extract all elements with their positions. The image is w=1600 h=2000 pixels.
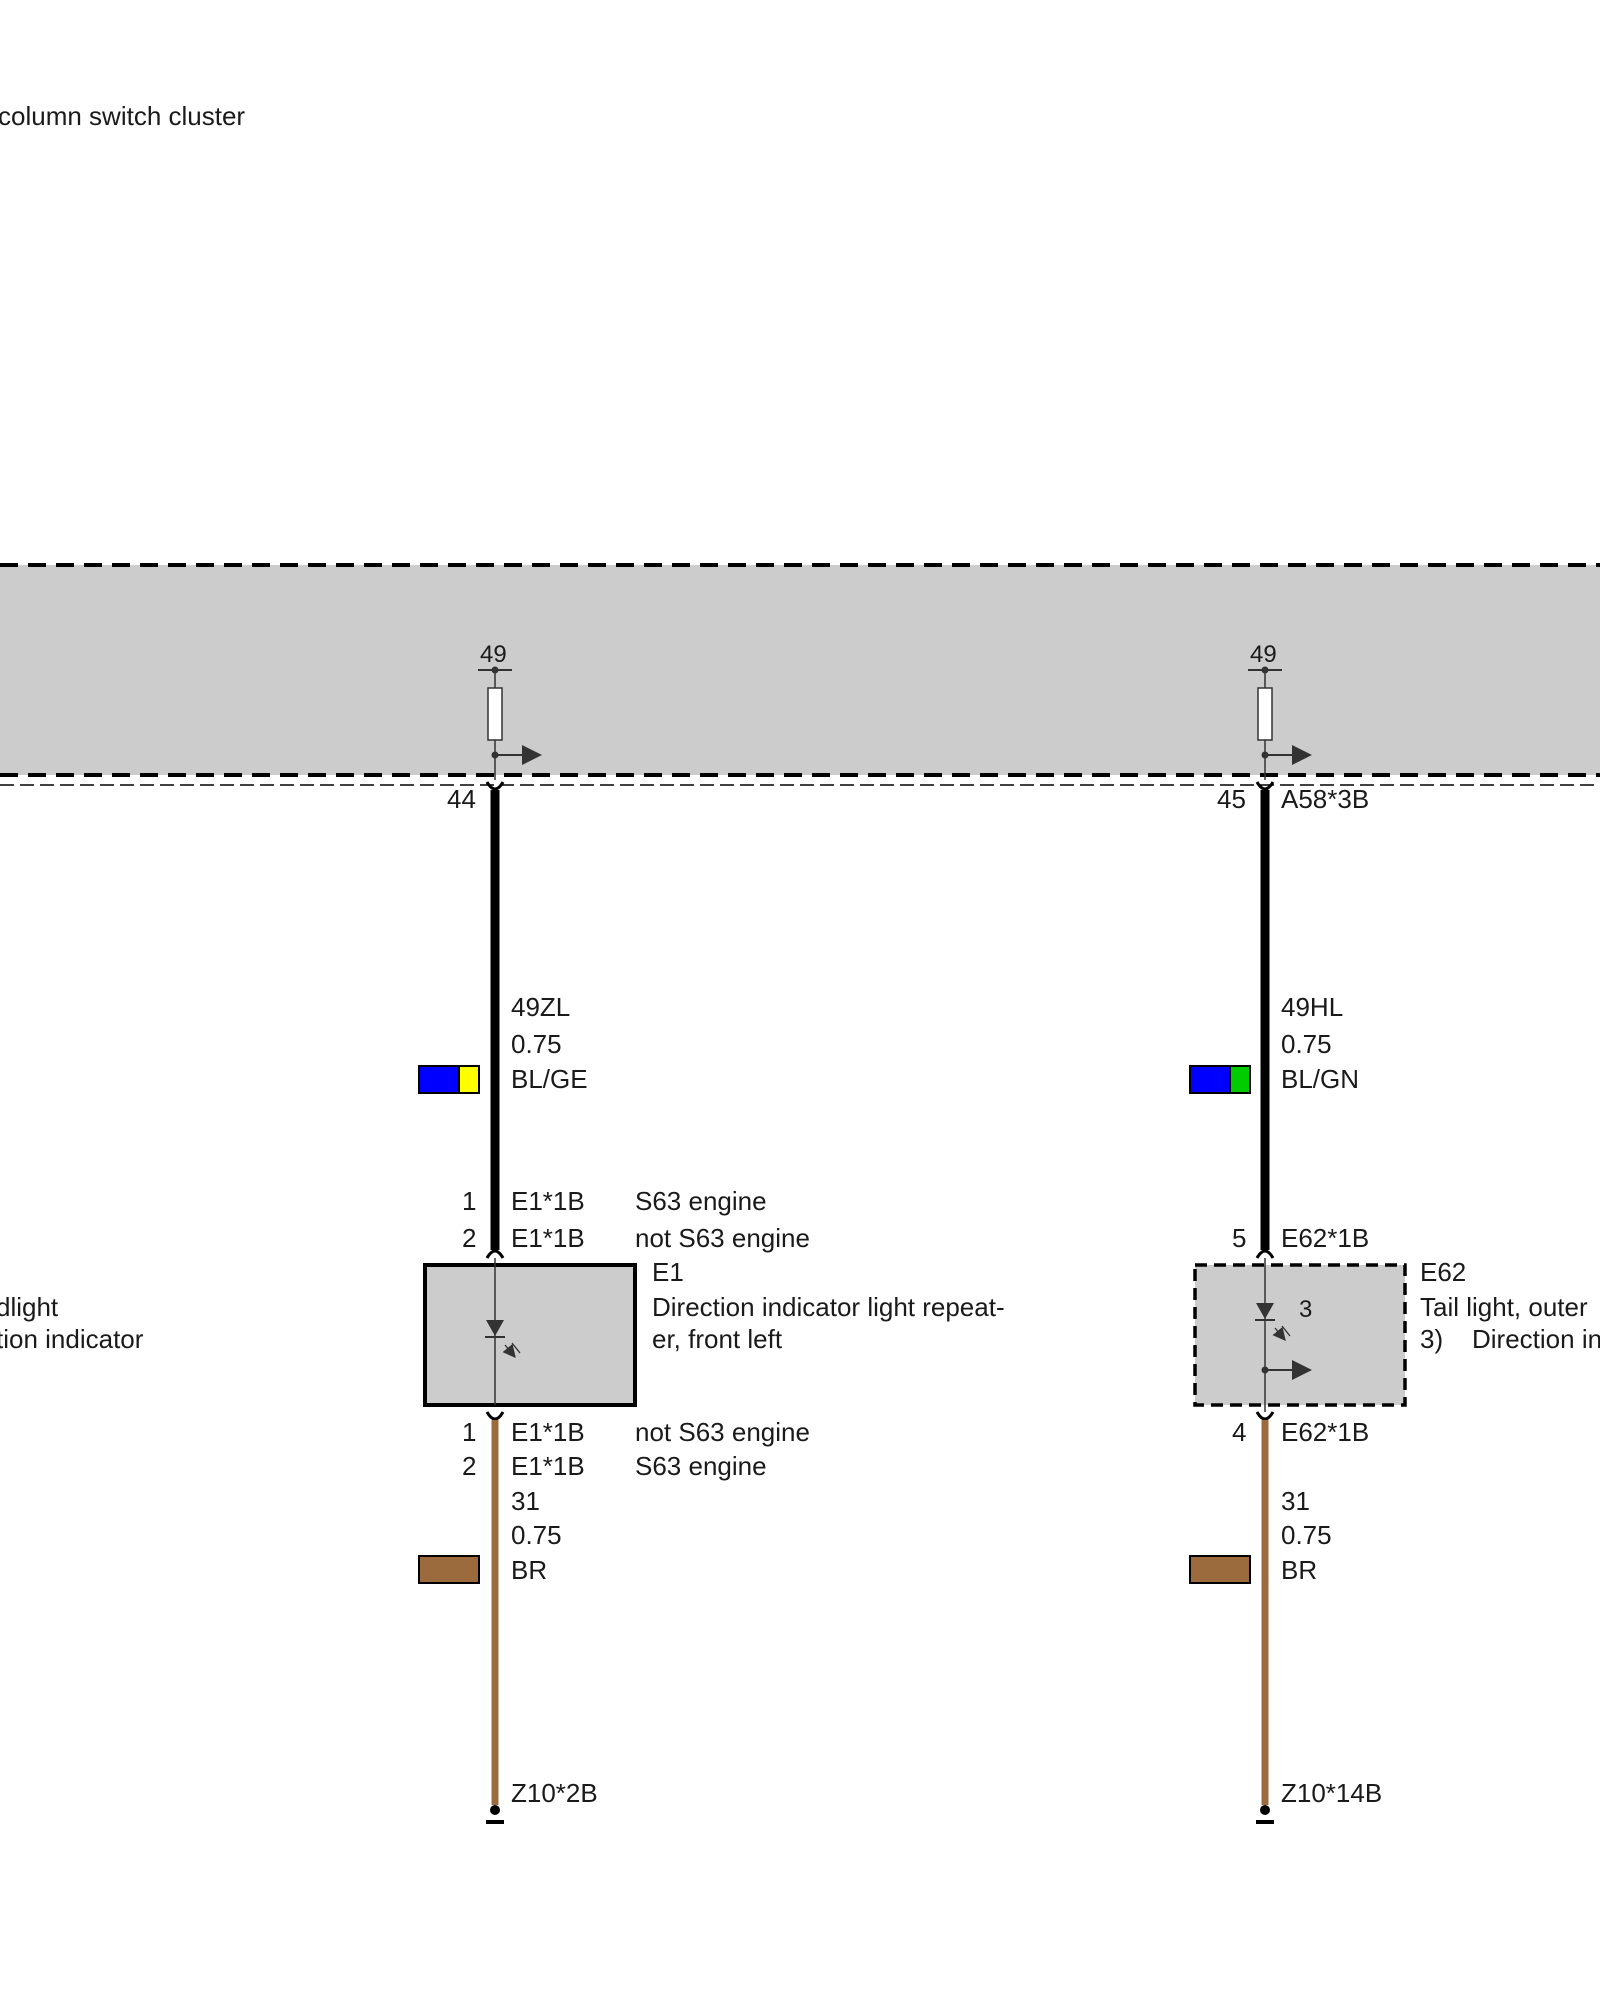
left-top-row1-pin: 1 [462,1186,476,1216]
left-ground-point: Z10*2B [511,1778,598,1808]
left-connector-hook-icon [485,781,505,791]
left-ground-wire-color: BR [511,1555,547,1585]
right-ground-dot [1260,1805,1270,1815]
e1-component-box [423,1263,637,1407]
right-component-top-hook-icon [1255,1249,1275,1259]
left-top-row1-connector: E1*1B [511,1186,585,1216]
right-pin-top: 45 [1217,784,1246,814]
left-ground-color-swatch-icon [418,1555,480,1584]
e1-name-line1: Direction indicator light repeat- [652,1292,1005,1322]
control-unit-fill [0,565,1600,775]
e62-component-box [1193,1263,1407,1407]
left-terminal-number: 49 [480,641,507,668]
left-bottom-row2-pin: 2 [462,1451,476,1481]
right-wire-size: 0.75 [1281,1029,1332,1059]
right-ground-wire-size: 0.75 [1281,1520,1332,1550]
right-connector-pin-bottom: 4 [1232,1417,1246,1447]
right-connector-top: A58*3B [1281,784,1369,814]
left-bottom-row2-note: S63 engine [635,1451,767,1481]
right-component-bottom-hook-icon [1255,1411,1275,1421]
e62-name-line2-num: 3) [1420,1324,1443,1354]
left-component-bottom-hook-icon [485,1411,505,1421]
left-swatch-blue [418,1065,460,1094]
left-wire-color: BL/GE [511,1064,588,1094]
right-wire-color: BL/GN [1281,1064,1359,1094]
right-ground-color-swatch-icon [1189,1555,1251,1584]
page-title-fragment: column switch cluster [0,101,245,131]
right-circuit: 49 45 A58*3B 49HL 0.75 BL/GN 5 E62*1B [1189,641,1600,1824]
e62-led-triangle [1256,1303,1274,1319]
left-swatch-yellow [458,1065,480,1094]
left-top-row1-note: S63 engine [635,1186,767,1216]
left-ground-dot [490,1805,500,1815]
e62-name-line2-text: Direction in [1472,1324,1600,1354]
e1-led-triangle [486,1320,504,1336]
left-circuit: 49 44 49ZL 0.75 BL/GE 1 E1*1B S63 engine… [418,641,1005,1824]
left-edge-text-line1: dlight [0,1292,59,1322]
right-ground-wire-id: 31 [1281,1486,1310,1516]
e1-led-emission-2 [511,1342,521,1354]
left-pin-top: 44 [447,784,476,814]
right-ground-wire-color: BR [1281,1555,1317,1585]
right-wire-id: 49HL [1281,992,1343,1022]
left-bottom-row1-connector: E1*1B [511,1417,585,1447]
right-connector-pin-top: 5 [1232,1223,1246,1253]
left-bottom-row1-note: not S63 engine [635,1417,810,1447]
e62-led-emission-1 [1272,1326,1286,1341]
right-connector-top-component: E62*1B [1281,1223,1369,1253]
left-wire-size: 0.75 [511,1029,562,1059]
e1-id: E1 [652,1257,684,1287]
left-bottom-row2-connector: E1*1B [511,1451,585,1481]
right-ground-point-icon [1256,1805,1274,1824]
right-swatch-green [1229,1065,1251,1094]
right-ground-point: Z10*14B [1281,1778,1382,1808]
e62-name-line1: Tail light, outer [1420,1292,1588,1322]
right-swatch-blue [1189,1065,1231,1094]
right-connector-bottom-component: E62*1B [1281,1417,1369,1447]
e62-id: E62 [1420,1257,1466,1287]
e62-led-icon [1255,1303,1291,1341]
right-resistor-icon [1257,687,1273,741]
left-ground-wire-size: 0.75 [511,1520,562,1550]
left-top-row2-note: not S63 engine [635,1223,810,1253]
left-ground-point-icon [486,1805,504,1824]
left-component-top-hook-icon [485,1249,505,1259]
left-top-row2-pin: 2 [462,1223,476,1253]
right-connector-hook-icon [1255,781,1275,791]
e1-led-icon [485,1320,521,1358]
right-wire-color-swatch-icon [1189,1065,1251,1094]
e62-internal-pin: 3 [1299,1296,1312,1323]
control-unit-box [0,563,1600,786]
left-resistor-icon [487,687,503,741]
right-terminal-number: 49 [1250,641,1277,668]
e1-name-line2: er, front left [652,1324,783,1354]
left-ground-wire-id: 31 [511,1486,540,1516]
left-bottom-row1-pin: 1 [462,1417,476,1447]
e1-led-emission-1 [502,1343,516,1358]
left-wire-color-swatch-icon [418,1065,480,1094]
left-wire-id: 49ZL [511,992,570,1022]
left-edge-text-line2: tion indicator [0,1324,144,1354]
e62-led-emission-2 [1281,1325,1291,1337]
left-top-row2-connector: E1*1B [511,1223,585,1253]
